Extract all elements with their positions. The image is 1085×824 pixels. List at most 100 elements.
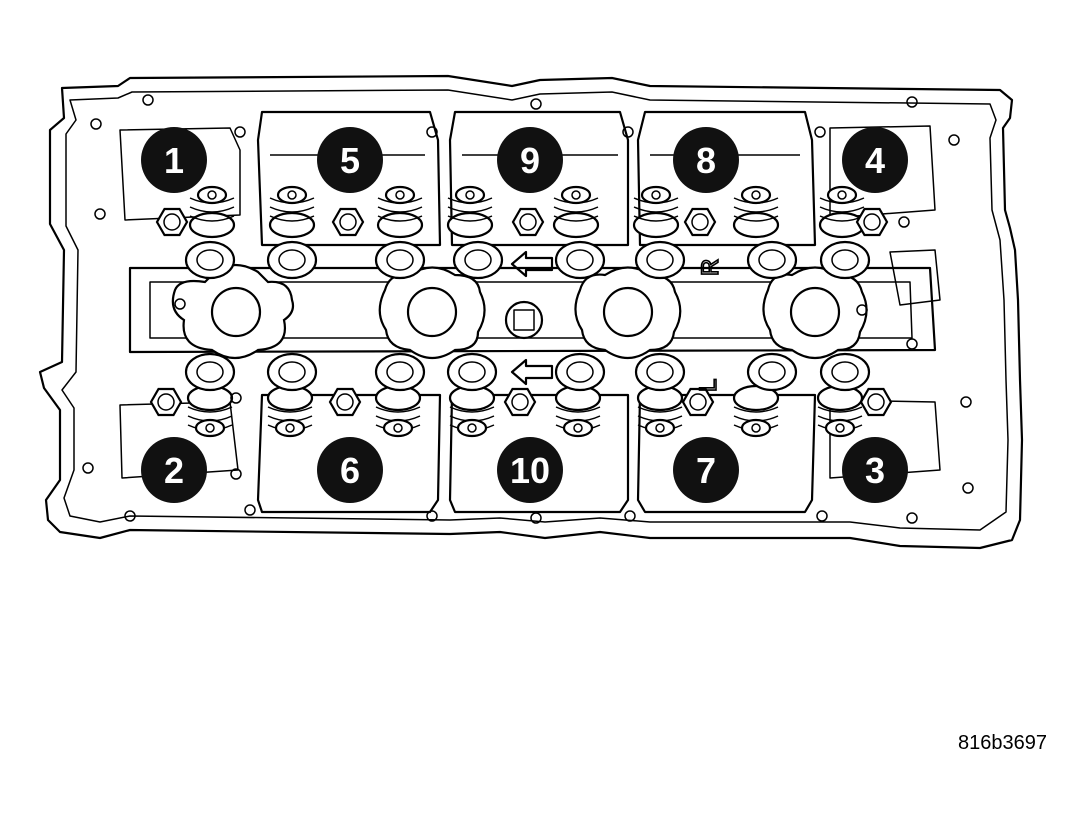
- flange-hole-10: [898, 216, 910, 228]
- flange-hole-19: [962, 482, 974, 494]
- oil-plug: [504, 300, 544, 340]
- flange-hole-17: [906, 512, 918, 524]
- tappet-bore-bottom-8: [819, 352, 871, 392]
- flange-hole-23: [230, 392, 242, 404]
- flange-hole-6: [622, 126, 634, 138]
- right-bank-mark: R: [697, 259, 724, 276]
- valve-spring-top-1: [188, 185, 236, 239]
- tappet-bore-bottom-1: [184, 352, 236, 392]
- tappet-bore-bottom-2: [266, 352, 318, 392]
- head-bolt-top-3: [511, 207, 545, 237]
- flange-hole-4: [426, 126, 438, 138]
- sequence-number: 2: [164, 450, 184, 491]
- part-number: 816b3697: [958, 732, 1047, 754]
- flange-hole-5: [530, 98, 542, 110]
- flange-hole-22: [906, 338, 918, 350]
- flange-hole-13: [426, 510, 438, 522]
- direction-arrow-top: [510, 250, 554, 278]
- valve-spring-bottom-8: [816, 384, 864, 438]
- tappet-bore-top-5: [554, 240, 606, 280]
- sequence-number: 8: [696, 140, 716, 181]
- tappet-bore-top-2: [266, 240, 318, 280]
- tappet-bore-top-4: [452, 240, 504, 280]
- head-bolt-top-2: [331, 207, 365, 237]
- tappet-bore-bottom-6: [634, 352, 686, 392]
- sequence-number: 4: [865, 140, 885, 181]
- valve-spring-top-2: [268, 185, 316, 239]
- tappet-bore-top-3: [374, 240, 426, 280]
- direction-arrow-bottom: [510, 358, 554, 386]
- sequence-badge-1: 1: [141, 127, 207, 193]
- valve-spring-top-8: [818, 185, 866, 239]
- valve-spring-bottom-2: [266, 384, 314, 438]
- tappet-bore-bottom-7: [746, 352, 798, 392]
- head-bolt-top-4: [683, 207, 717, 237]
- valve-spring-top-6: [632, 185, 680, 239]
- flange-hole-2: [142, 94, 154, 106]
- flange-hole-11: [124, 510, 136, 522]
- sequence-number: 10: [510, 450, 550, 491]
- sequence-number: 6: [340, 450, 360, 491]
- valve-spring-bottom-6: [636, 384, 684, 438]
- journal-2: [378, 266, 486, 360]
- valve-spring-bottom-7: [732, 384, 780, 438]
- head-bolt-bottom-4: [681, 387, 715, 417]
- valve-spring-top-4: [446, 185, 494, 239]
- flange-hole-15: [624, 510, 636, 522]
- sequence-badge-4: 4: [842, 127, 908, 193]
- head-bolt-bottom-1: [149, 387, 183, 417]
- head-bolt-top-1: [155, 207, 189, 237]
- flange-hole-20: [82, 462, 94, 474]
- valve-spring-bottom-3: [374, 384, 422, 438]
- flange-hole-8: [906, 96, 918, 108]
- sequence-number: 9: [520, 140, 540, 181]
- head-bolt-bottom-5: [859, 387, 893, 417]
- top-compartments: [119, 110, 936, 247]
- flange-hole-12: [244, 504, 256, 516]
- valve-spring-top-5: [552, 185, 600, 239]
- inner-rail: [61, 89, 1009, 531]
- flange-hole-1: [90, 118, 102, 130]
- tappet-bore-bottom-4: [446, 352, 498, 392]
- head-bolt-top-5: [855, 207, 889, 237]
- tappet-bore-top-6: [634, 240, 686, 280]
- tappet-bore-bottom-5: [554, 352, 606, 392]
- flange-hole-18: [960, 396, 972, 408]
- tappet-bore-top-8: [819, 240, 871, 280]
- valve-spring-bottom-4: [448, 384, 496, 438]
- sequence-badge-3: 3: [842, 437, 908, 503]
- sequence-badge-6: 6: [317, 437, 383, 503]
- sequence-badge-8: 8: [673, 127, 739, 193]
- flange-hole-9: [94, 208, 106, 220]
- tappet-bore-top-7: [746, 240, 798, 280]
- head-bolt-bottom-2: [328, 387, 362, 417]
- flange-hole-7: [814, 126, 826, 138]
- flange-holes: [82, 94, 974, 524]
- valve-springs: [149, 185, 893, 438]
- flange-hole-16: [816, 510, 828, 522]
- journal-3: [574, 266, 682, 360]
- sequence-number: 1: [164, 140, 184, 181]
- sequence-badge-7: 7: [673, 437, 739, 503]
- sequence-number: 3: [865, 450, 885, 491]
- head-bolt-bottom-3: [503, 387, 537, 417]
- head-outline: [38, 74, 1024, 550]
- cam-journals: [171, 263, 868, 360]
- valve-spring-bottom-1: [186, 384, 234, 438]
- sequence-number: 5: [340, 140, 360, 181]
- tappet-bore-top-1: [184, 240, 236, 280]
- journal-4: [762, 266, 868, 360]
- flange-hole-14: [530, 512, 542, 524]
- valve-spring-top-3: [376, 185, 424, 239]
- sequence-badge-2: 2: [141, 437, 207, 503]
- sequence-badge-9: 9: [497, 127, 563, 193]
- sequence-badge-5: 5: [317, 127, 383, 193]
- tappet-bore-bottom-3: [374, 352, 426, 392]
- sequence-badge-10: 10: [497, 437, 563, 503]
- valve-spring-top-7: [732, 185, 780, 239]
- flange-hole-24: [230, 468, 242, 480]
- flange-hole-21: [948, 134, 960, 146]
- valve-spring-bottom-5: [554, 384, 602, 438]
- sequence-number: 7: [696, 450, 716, 491]
